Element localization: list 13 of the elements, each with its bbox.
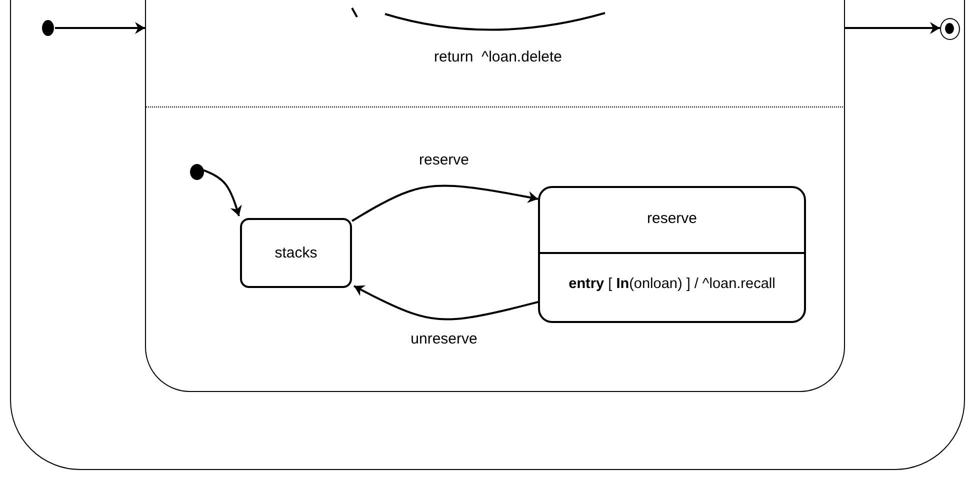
transition-arrow bbox=[354, 285, 538, 320]
initial-state bbox=[190, 164, 204, 180]
state-box bbox=[538, 186, 806, 323]
state-box bbox=[240, 218, 352, 288]
state-name: stacks bbox=[274, 244, 318, 262]
entry-action: entry [ In(onloan) ] / ^loan.recall bbox=[568, 276, 776, 292]
final-state bbox=[940, 18, 960, 40]
transition-arrow bbox=[202, 169, 242, 216]
transition-arrow bbox=[351, 184, 538, 222]
initial-state bbox=[42, 20, 54, 36]
transition-arrow bbox=[55, 22, 145, 34]
state-name: reserve bbox=[646, 210, 698, 227]
transition-arrow bbox=[845, 22, 940, 34]
